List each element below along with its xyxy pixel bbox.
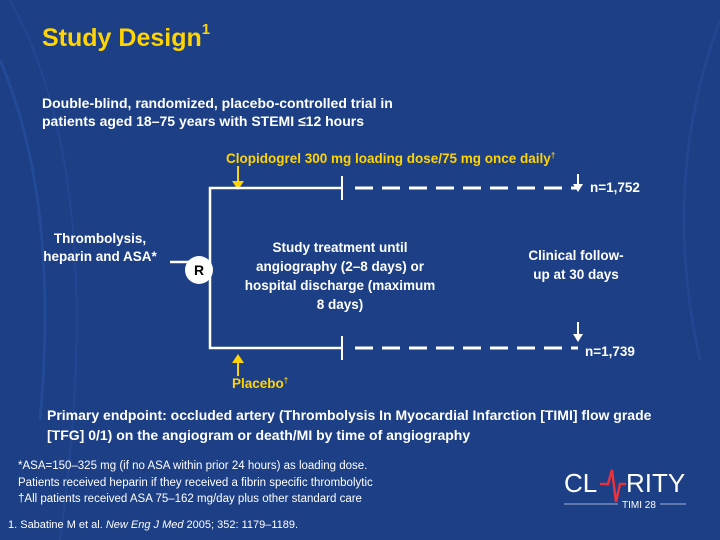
study-description: Double-blind, randomized, placebo-contro… <box>42 95 393 129</box>
bottom-arm <box>341 322 583 360</box>
slide-title: Study Design1 <box>42 21 211 52</box>
placebo-arrow <box>232 354 244 376</box>
footnote-heparin: Patients received heparin if they receiv… <box>18 476 373 489</box>
n-top-label: n=1,752 <box>590 180 640 195</box>
logo-text-right: RITY <box>626 468 685 498</box>
footnote-standard-care: †All patients received ASA 75–162 mg/day… <box>18 493 362 505</box>
n-bottom-label: n=1,739 <box>585 344 635 359</box>
clopidogrel-label: Clopidogrel 300 mg loading dose/75 mg on… <box>226 151 556 166</box>
footnote-asa: *ASA=150–325 mg (if no ASA within prior … <box>18 460 368 472</box>
reference: 1. Sabatine M et al. New Eng J Med 2005;… <box>8 519 299 531</box>
heartbeat-icon <box>600 469 626 503</box>
randomization-circle: R <box>185 256 213 284</box>
top-arm <box>341 174 583 200</box>
primary-endpoint: Primary endpoint: occluded artery (Throm… <box>47 407 652 443</box>
logo-subtext: TIMI 28 <box>622 500 656 511</box>
clopidogrel-arrow <box>232 166 244 190</box>
placebo-label: Placebo† <box>232 376 289 391</box>
study-treatment-label: Study treatment until angiography (2–8 d… <box>244 240 436 312</box>
clinical-followup-label: Clinical follow-up at 30 days <box>528 248 624 282</box>
clarity-logo: CL RITY TIMI 28 <box>564 468 686 511</box>
logo-text-left: CL <box>564 468 597 498</box>
footnotes: *ASA=150–325 mg (if no ASA within prior … <box>18 458 373 508</box>
thrombolysis-label: Thrombolysis, heparin and ASA* <box>43 231 157 264</box>
